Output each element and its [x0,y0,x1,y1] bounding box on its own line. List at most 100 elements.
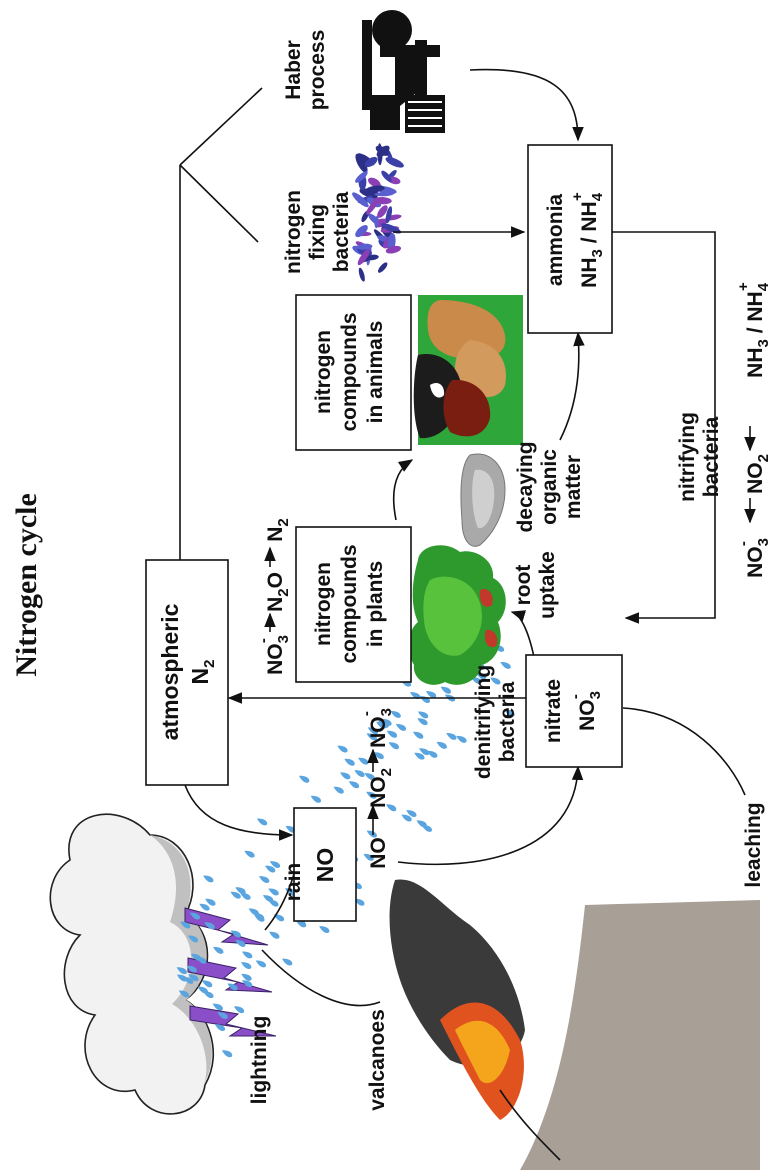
nitrifying-label-2: bacteria [700,416,723,497]
rain-label: rain [282,863,305,902]
haber-label-1: Haber [282,40,305,100]
decaying-label-3: matter [562,455,585,519]
rain-drop [353,767,366,779]
rain-drop [317,923,331,935]
rain-drop [242,848,256,859]
nfb-label-3: bacteria [330,191,353,272]
rain-drop [267,929,281,941]
ammonia-formula: NH3 / NH4+ [569,192,606,288]
rain-drop [309,793,323,805]
atmospheric-n2-formula: N2 [187,660,218,685]
chain2-no3: NO3- [358,708,395,748]
plants-icon [408,545,506,685]
bacterium [365,185,385,193]
nfb-label-1: nitrogen [282,190,305,274]
rain-drop [240,949,254,960]
rain-drop [280,956,294,967]
nitrate-box [525,654,623,768]
nfb-label-2: fixing [306,204,329,260]
bacterium [356,243,373,250]
denitrifying-label-1: denitrifying [472,665,495,779]
diagram-title: Nitrogen cycle [10,493,43,677]
atmospheric-label: atmospheric [157,603,183,740]
bacteria-icon [352,143,404,282]
bacterium [364,156,378,168]
rain-drop [347,779,361,790]
rain-drop [220,1048,234,1059]
decaying-matter-icon [460,453,506,547]
rain-drop [454,733,468,745]
bacterium [368,177,381,188]
volcanoes-label: valcanoes [366,1009,389,1111]
rain-drop [254,958,268,969]
rain-drop [332,784,346,795]
rain-drop [338,770,352,781]
bacterium [366,197,380,215]
root-label-1: root [512,565,535,606]
chain-nh3-nh4: NH3 / NH4+ [735,282,770,378]
plants-label-3: in plants [364,561,387,647]
plants-box [295,526,412,683]
animals-label-2: compounds [338,313,361,432]
bacterium [355,225,368,238]
haber-label-2: process [306,30,329,111]
rain-drop [201,873,215,884]
rain-drop [444,730,458,742]
factory-icon [362,10,445,133]
ammonia-label: ammonia [544,194,567,287]
nitrate-formula: NO3- [567,691,604,731]
cloud-icon [49,813,215,1115]
rain-drop [343,756,356,768]
denit-n2: N2 [264,518,292,542]
rain-drop [232,1003,246,1015]
rain-drop [435,739,449,751]
bacterium [355,171,368,183]
nitrifying-label-1: nitrifying [676,412,699,502]
rain-drop [439,684,453,696]
no-box [293,807,357,922]
denit-n2o: N2O [264,572,292,612]
bacterium [374,216,379,229]
denitrifying-label-2: bacteria [496,681,519,762]
lightning-label: lightning [248,1016,271,1105]
rain-drop [335,743,349,754]
bacterium [352,192,369,208]
animals-box [295,294,412,451]
bacterium [358,267,365,282]
rain-drop [394,721,408,733]
atmospheric-n2-box [145,559,229,786]
rain-drop [356,755,370,766]
volcano-icon [389,879,760,1170]
plants-label-1: nitrogen [312,562,335,646]
root-label-2: uptake [536,551,559,619]
rain-drop [239,959,253,971]
rain-drop [267,886,280,897]
rain-drop [257,873,271,885]
rain-drop [499,659,512,671]
animals-icon [413,295,523,445]
bacterium [385,206,393,224]
rain-drop [255,816,269,827]
no-box-label: NO [312,848,338,883]
leaching-label: leaching [742,802,765,887]
rain-drop [372,749,386,761]
denit-no3: NO3- [255,635,292,675]
animals-label-3: in animals [364,321,387,424]
bacterium [385,157,404,168]
chain-no2: NO2 [744,454,770,494]
bacterium [357,249,370,266]
chain-no: NO [367,837,390,869]
decaying-label-1: decaying [514,441,537,532]
bacterium [381,223,402,234]
rain-drop [297,773,311,785]
bacterium [376,145,390,158]
bacterium [378,262,388,273]
animals-label-1: nitrogen [312,330,335,414]
decaying-label-2: organic [538,449,561,525]
rain-drop [211,944,225,956]
ammonia-box [527,144,613,334]
chain-no3: NO3- [735,538,770,578]
plants-label-2: compounds [338,545,361,664]
